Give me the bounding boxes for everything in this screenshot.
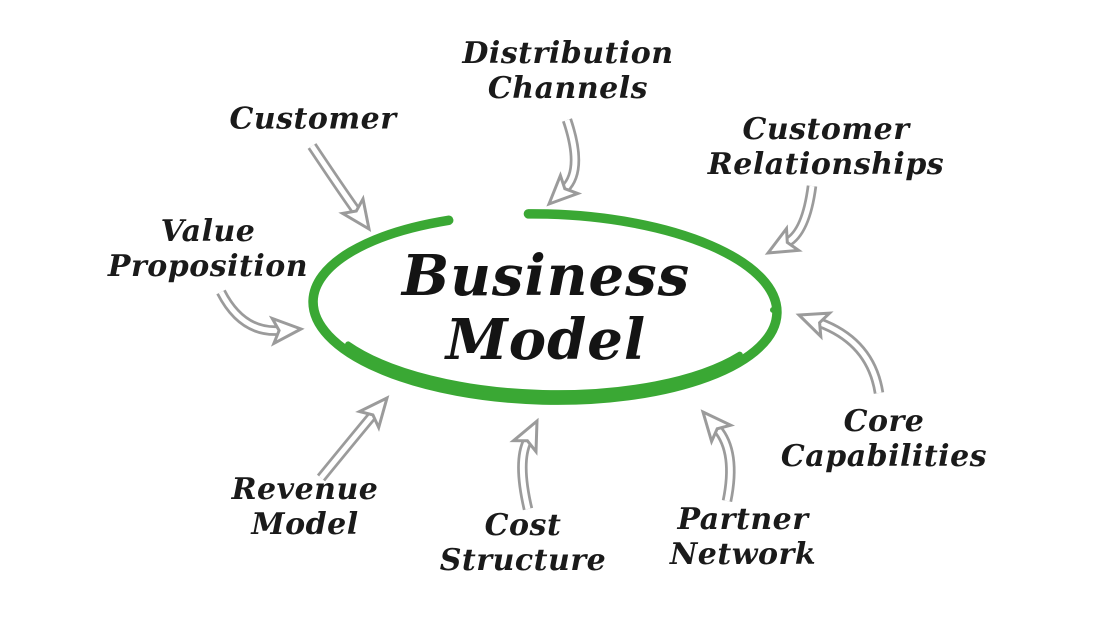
core-capabilities-arrow	[795, 311, 885, 394]
node-distribution-channels: Distribution Channels	[462, 36, 673, 106]
partner-network-arrow	[700, 409, 736, 503]
node-partner-network-line1: Partner	[677, 502, 809, 537]
node-cost-structure-line1: Cost	[484, 508, 562, 543]
node-customer-relationships: Customer Relationships	[708, 112, 944, 182]
business-model-title: Business Model	[402, 244, 690, 372]
node-revenue-model-line2: Model	[251, 507, 359, 542]
business-model-title-line2: Model	[445, 307, 647, 373]
node-revenue-model-line1: Revenue	[231, 472, 379, 507]
node-cost-structure-line2: Structure	[439, 543, 607, 578]
revenue-model-arrow	[316, 395, 390, 482]
node-customer-relationships-line2: Relationships	[707, 147, 945, 182]
distribution-channels-arrow	[546, 118, 583, 207]
node-cost-structure: Cost Structure	[440, 508, 606, 578]
node-partner-network: Partner Network	[670, 502, 816, 572]
node-core-capabilities-line2: Capabilities	[780, 439, 988, 474]
node-customer: Customer	[229, 102, 396, 137]
node-distribution-channels-line1: Distribution	[462, 36, 674, 71]
node-value-proposition-line1: Value	[160, 214, 256, 249]
node-distribution-channels-line2: Channels	[487, 71, 649, 106]
cost-structure-arrow	[509, 417, 539, 511]
node-value-proposition-line2: Proposition	[107, 249, 309, 284]
node-customer-label: Customer	[229, 101, 397, 137]
customer-relationships-arrow	[764, 185, 818, 255]
node-core-capabilities-line1: Core	[843, 404, 925, 439]
business-model-title-line1: Business	[401, 243, 691, 309]
node-value-proposition: Value Proposition	[108, 214, 308, 284]
node-partner-network-line2: Network	[669, 537, 817, 572]
arrow-layer	[216, 118, 885, 511]
node-core-capabilities: Core Capabilities	[781, 404, 987, 474]
value-proposition-arrow	[216, 289, 305, 347]
node-revenue-model: Revenue Model	[232, 472, 379, 542]
business-model-ellipse	[308, 209, 782, 405]
node-customer-relationships-line1: Customer	[742, 112, 910, 147]
customer-arrow	[307, 143, 372, 232]
